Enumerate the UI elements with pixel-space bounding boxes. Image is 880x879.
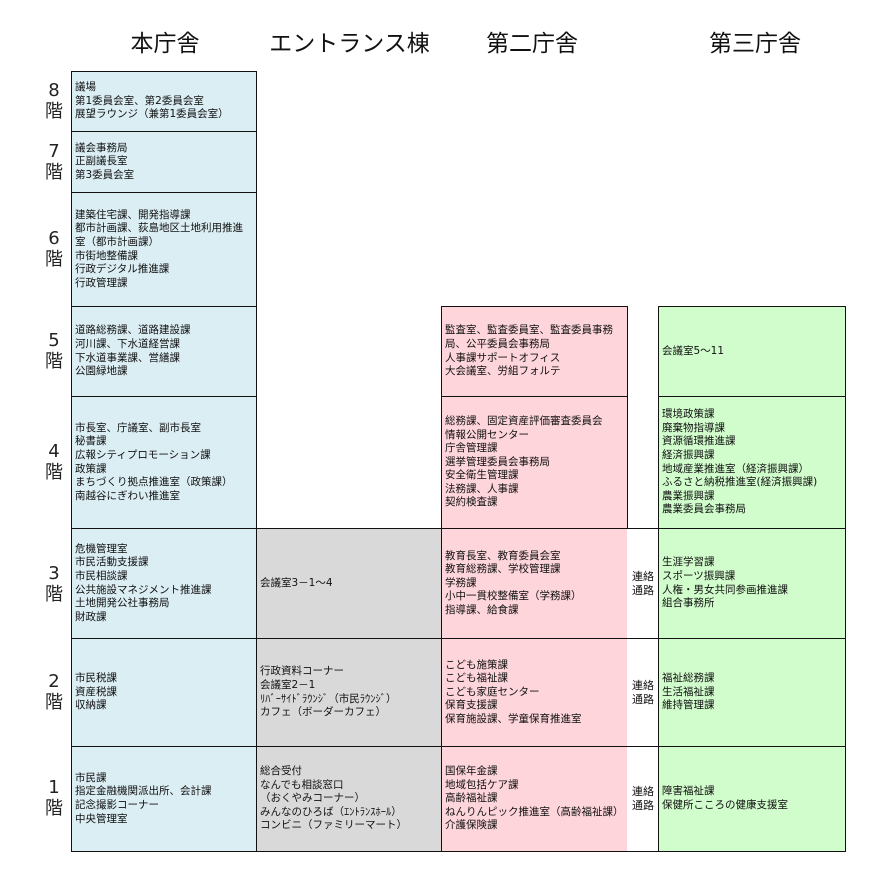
second-floor-4-text: 総務課、固定資産評価審査委員会 情報公開センター 庁舎管理課 選挙管理委員会事務… xyxy=(445,414,603,509)
floor-label-1: 1 階 xyxy=(45,777,63,819)
entrance-building-floor-3: 会議室3－1～4 xyxy=(256,528,442,639)
main-building-floor-8: 議場 第1委員会室、第2委員会室 展望ラウンジ（兼第1委員会室） xyxy=(71,71,257,132)
main-floor-2-text: 市民税課 資産税課 収納課 xyxy=(75,672,117,712)
entrance-floor-1-text: 総合受付 なんでも相談窓口 （おくやみコーナー） みんなのひろば（ｴﾝﾄﾗﾝｽﾎ… xyxy=(260,765,407,832)
header-second-building: 第二庁舎 xyxy=(486,31,578,57)
main-floor-3-text: 危機管理室 市民活動支援課 市民相談課 公共施設マネジメント推進課 土地開発公社… xyxy=(75,542,212,623)
second-floor-2-text: こども施策課 こども福祉課 こども家庭センター 保育支援課 保育施設課、学童保育… xyxy=(445,658,582,725)
third-floor-3-text: 生涯学習課 スポーツ振興課 人権・男女共同参画推進課 組合事務所 xyxy=(662,556,788,610)
second-floor-5-text: 監査室、監査委員室、監査委員事務局、公平委員会事務局 人事課サポートオフィス 大… xyxy=(445,324,613,378)
header-third-building: 第三庁舎 xyxy=(709,31,801,57)
header-entrance-building: エントランス棟 xyxy=(269,31,430,57)
third-floor-4-text: 環境政策課 廃棄物指導課 資源循環推進課 経済振興課 地域産業推進室（経済振興課… xyxy=(662,408,818,516)
floor-label-2: 2 階 xyxy=(45,671,63,713)
second-floor-3-text: 教育長室、教育委員会室 教育総務課、学校管理課 学務課 小中一貫校整備室（学務課… xyxy=(445,549,582,616)
corridor-floor-2-text: 連絡 通路 xyxy=(632,678,654,706)
third-building-floor-5: 会議室5～11 xyxy=(658,306,846,397)
entrance-building-floor-1: 総合受付 なんでも相談窓口 （おくやみコーナー） みんなのひろば（ｴﾝﾄﾗﾝｽﾎ… xyxy=(256,746,442,852)
corridor-floor-3-text: 連絡 通路 xyxy=(632,569,654,597)
entrance-building-floor-2: 行政資料コーナー 会議室2－1 ﾘﾊﾞｰｻｲﾄﾞﾗｳﾝｼﾞ（市民ﾗｳﾝｼﾞ） カ… xyxy=(256,638,442,747)
third-floor-5-text: 会議室5～11 xyxy=(662,344,725,357)
main-building-floor-2: 市民税課 資産税課 収納課 xyxy=(71,638,257,747)
main-building-floor-4: 市長室、庁議室、副市長室 秘書課 広報シティプロモーション課 政策課 まちづくり… xyxy=(71,396,257,529)
second-building-floor-4: 総務課、固定資産評価審査委員会 情報公開センター 庁舎管理課 選挙管理委員会事務… xyxy=(441,396,628,529)
header-main-building: 本庁舎 xyxy=(130,31,200,57)
third-building-floor-3: 生涯学習課 スポーツ振興課 人権・男女共同参画推進課 組合事務所 xyxy=(658,528,846,639)
main-building-floor-1: 市民課 指定金融機関派出所、会計課 記念撮影コーナー 中央管理室 xyxy=(71,746,257,852)
third-building-floor-2: 福祉総務課 生活福祉課 維持管理課 xyxy=(658,638,846,747)
second-building-floor-5: 監査室、監査委員室、監査委員事務局、公平委員会事務局 人事課サポートオフィス 大… xyxy=(441,306,628,397)
third-floor-1-text: 障害福祉課 保健所こころの健康支援室 xyxy=(662,785,788,811)
floor-label-6: 6 階 xyxy=(45,228,63,270)
main-building-floor-6: 建築住宅課、開発指導課 都市計画課、荻島地区土地利用推進室（都市計画課） 市街地… xyxy=(71,192,257,307)
entrance-floor-3-text: 会議室3－1～4 xyxy=(260,576,333,589)
third-floor-2-text: 福祉総務課 生活福祉課 維持管理課 xyxy=(662,672,715,712)
corridor-floor-3: 連絡 通路 xyxy=(627,528,659,639)
second-building-floor-1: 国保年金課 地域包括ケア課 高齢福祉課 ねんりんピック推進室（高齢福祉課） 介護… xyxy=(441,746,628,852)
main-floor-8-text: 議場 第1委員会室、第2委員会室 展望ラウンジ（兼第1委員会室） xyxy=(75,81,229,121)
floor-label-3: 3 階 xyxy=(45,563,63,605)
third-building-floor-1: 障害福祉課 保健所こころの健康支援室 xyxy=(658,746,846,852)
main-building-floor-7: 議会事務局 正副議長室 第3委員会室 xyxy=(71,131,257,193)
second-building-floor-2: こども施策課 こども福祉課 こども家庭センター 保育支援課 保育施設課、学童保育… xyxy=(441,638,628,747)
floor-label-4: 4 階 xyxy=(45,441,63,483)
second-floor-1-text: 国保年金課 地域包括ケア課 高齢福祉課 ねんりんピック推進室（高齢福祉課） 介護… xyxy=(445,765,624,832)
main-floor-6-text: 建築住宅課、開発指導課 都市計画課、荻島地区土地利用推進室（都市計画課） 市街地… xyxy=(75,208,243,289)
main-floor-1-text: 市民課 指定金融機関派出所、会計課 記念撮影コーナー 中央管理室 xyxy=(75,771,212,825)
main-building-floor-5: 道路総務課、道路建設課 河川課、下水道経営課 下水道事業課、営繕課 公園緑地課 xyxy=(71,306,257,397)
main-floor-5-text: 道路総務課、道路建設課 河川課、下水道経営課 下水道事業課、営繕課 公園緑地課 xyxy=(75,324,191,378)
corridor-floor-2: 連絡 通路 xyxy=(627,638,659,747)
entrance-floor-2-text: 行政資料コーナー 会議室2－1 ﾘﾊﾞｰｻｲﾄﾞﾗｳﾝｼﾞ（市民ﾗｳﾝｼﾞ） カ… xyxy=(260,665,397,719)
second-building-floor-3: 教育長室、教育委員会室 教育総務課、学校管理課 学務課 小中一貫校整備室（学務課… xyxy=(441,528,628,639)
main-floor-7-text: 議会事務局 正副議長室 第3委員会室 xyxy=(75,141,135,181)
corridor-floor-1-text: 連絡 通路 xyxy=(632,785,654,812)
main-building-floor-3: 危機管理室 市民活動支援課 市民相談課 公共施設マネジメント推進課 土地開発公社… xyxy=(71,528,257,639)
floor-label-7: 7 階 xyxy=(45,141,63,183)
floor-label-8: 8 階 xyxy=(45,80,63,122)
third-building-floor-4: 環境政策課 廃棄物指導課 資源循環推進課 経済振興課 地域産業推進室（経済振興課… xyxy=(658,396,846,529)
floor-label-5: 5 階 xyxy=(45,330,63,372)
corridor-floor-1: 連絡 通路 xyxy=(627,746,659,852)
main-floor-4-text: 市長室、庁議室、副市長室 秘書課 広報シティプロモーション課 政策課 まちづくり… xyxy=(75,421,233,502)
